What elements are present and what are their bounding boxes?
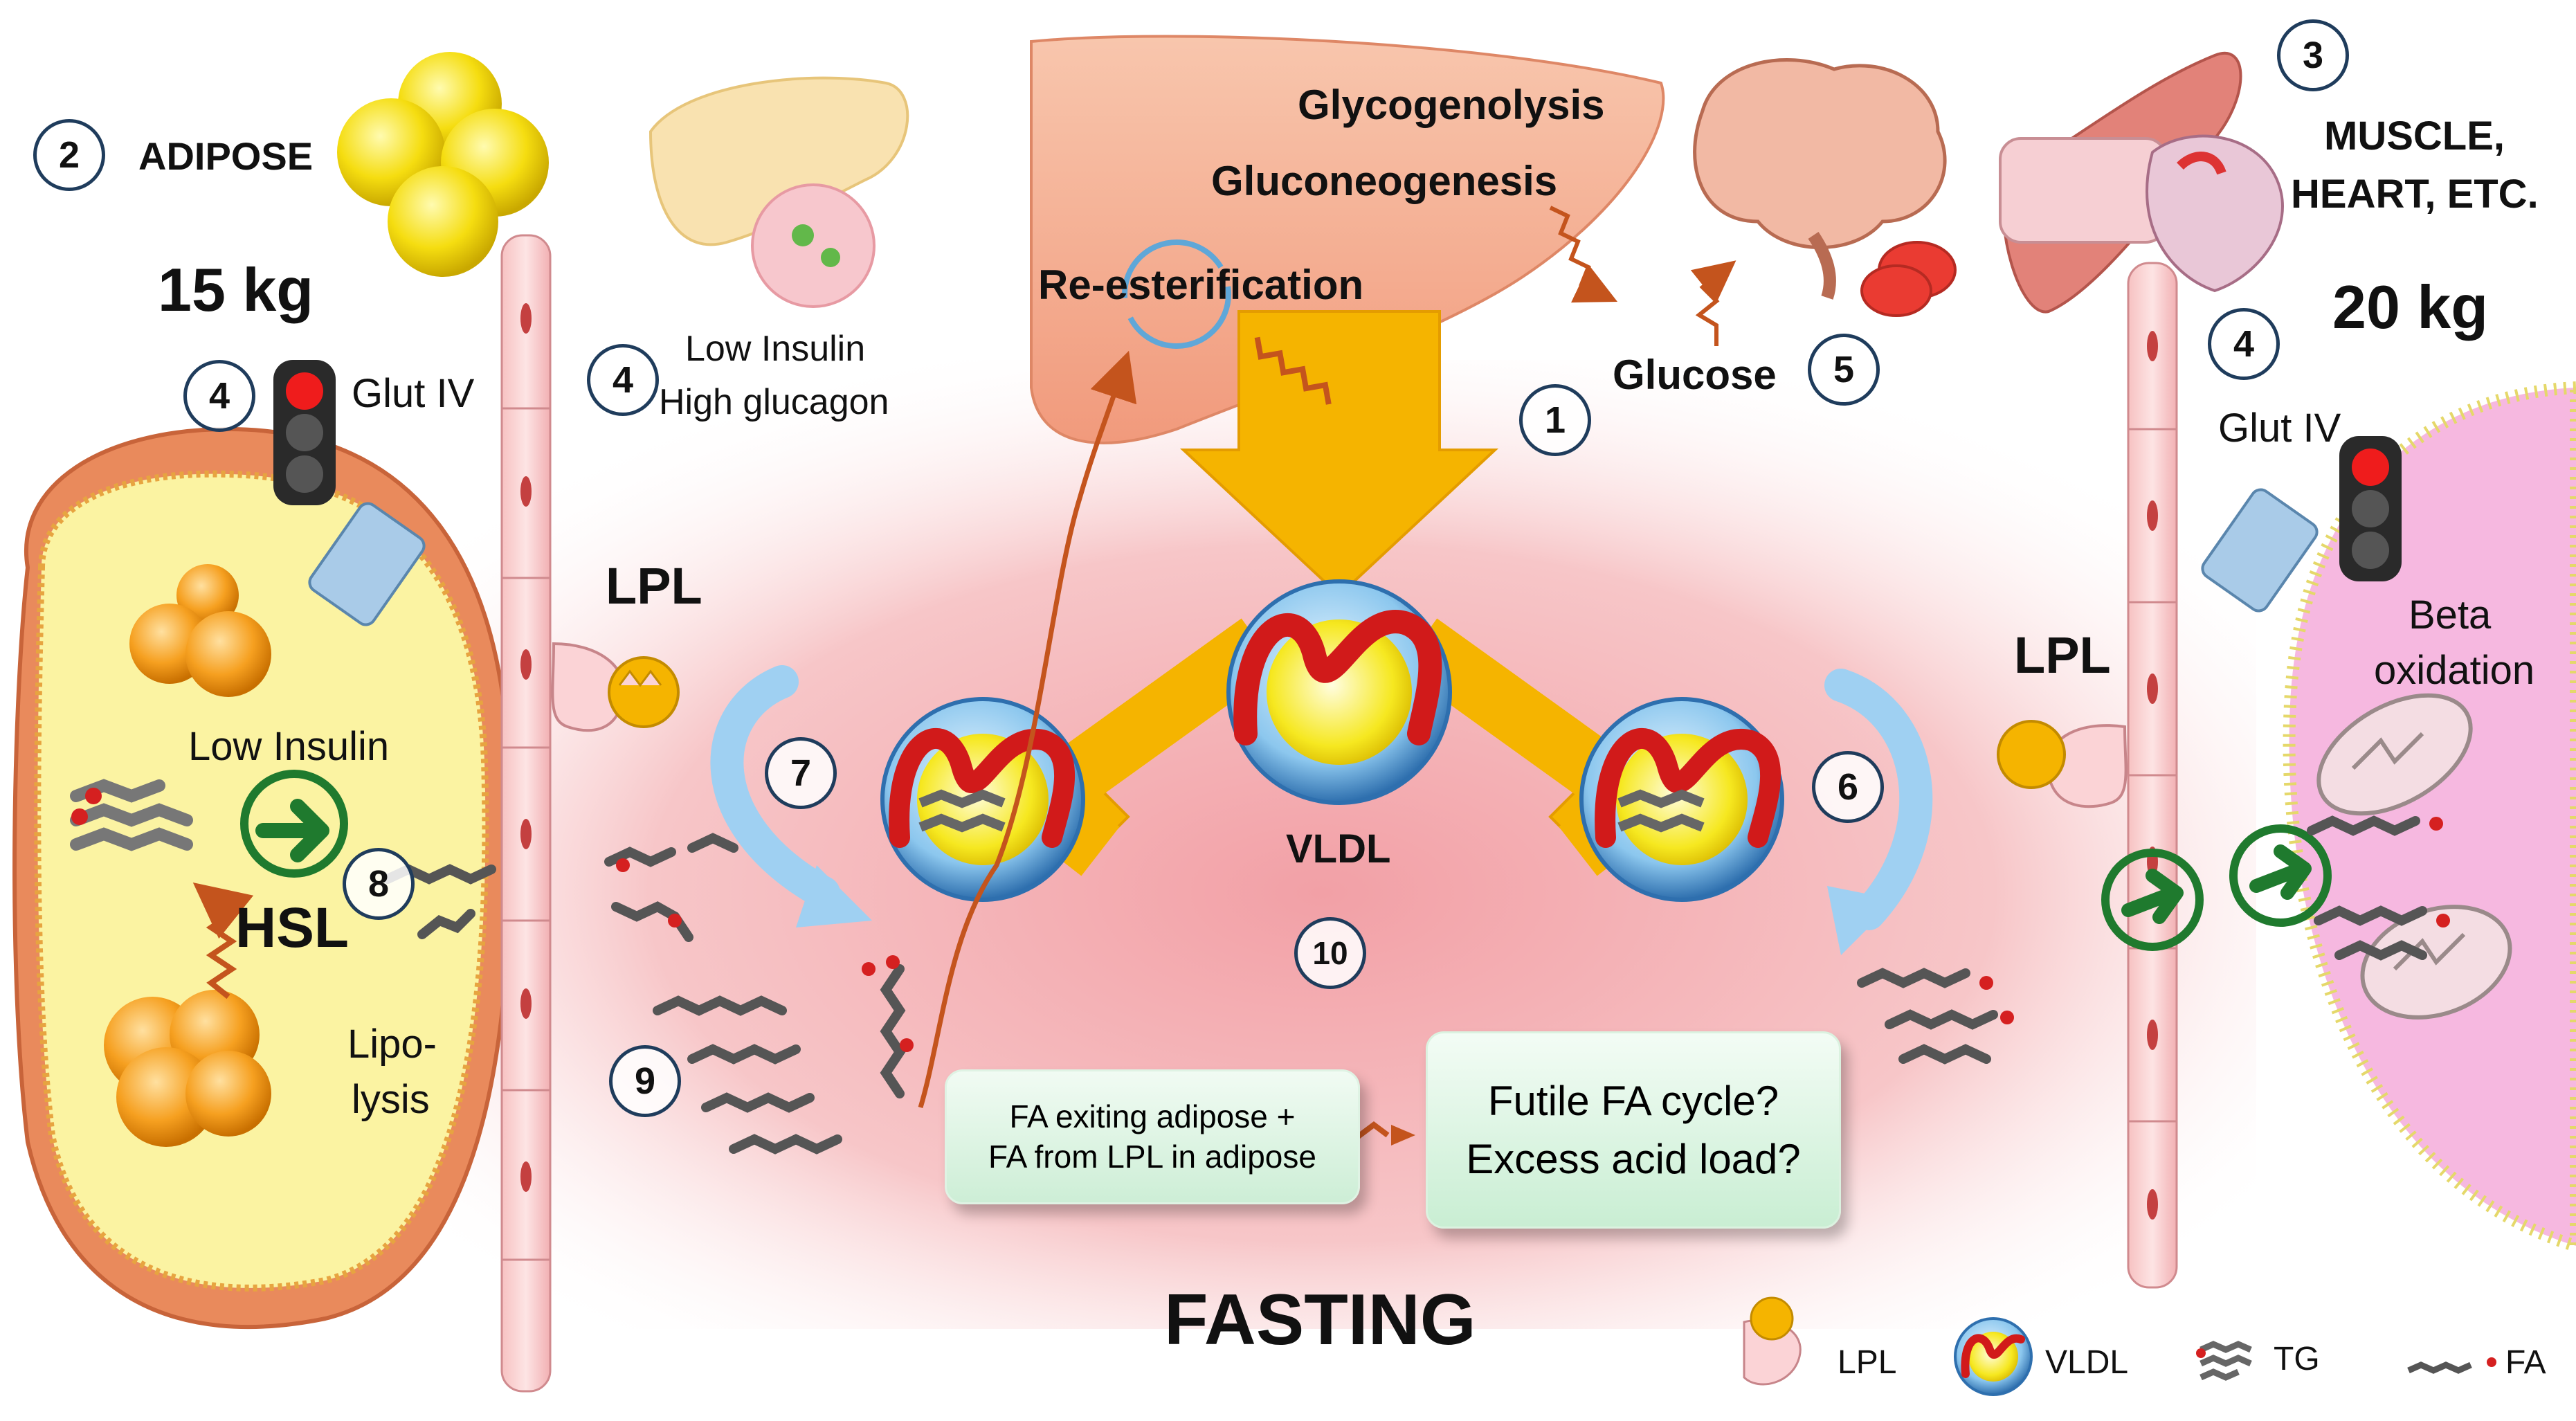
glut-transporter-right	[2201, 488, 2319, 613]
futile-line1: Futile FA cycle?	[1487, 1077, 1779, 1124]
legend-lpl-icon	[1743, 1296, 1802, 1386]
fat-droplets-top	[129, 564, 271, 697]
label-glut-right: Glut IV	[2218, 406, 2341, 451]
label-vldl: VLDL	[1286, 826, 1391, 871]
liver-shape	[1030, 35, 1665, 444]
vldl-particle-right	[1579, 697, 1784, 902]
hsl-activation-icon	[240, 770, 348, 878]
label-reesterification: Re-esterification	[1038, 262, 1364, 308]
label-heart-etc: HEART, ETC.	[2291, 172, 2539, 217]
step-number-2: 2	[33, 119, 105, 191]
traffic-light-left-icon	[273, 360, 336, 505]
adipocyte-cell	[34, 470, 489, 1292]
label-adipose: ADIPOSE	[138, 134, 314, 178]
legend-fa-icon	[2407, 1361, 2472, 1374]
fa-molecules-right	[1857, 815, 2427, 1065]
legend-tg-icon	[2199, 1341, 2252, 1381]
muscle-cell	[2283, 381, 2576, 1253]
legend-fa-label: FA	[2505, 1344, 2546, 1381]
fa-sources-box: FA exiting adipose + FA from LPL in adip…	[945, 1069, 1360, 1204]
step-number-4-right: 4	[2208, 308, 2280, 380]
label-beta: Beta	[2409, 592, 2492, 637]
red-blood-cell-2	[1860, 264, 1932, 317]
lpl-enzyme-right	[1997, 720, 2128, 808]
adipose-tissue-icon	[337, 52, 549, 277]
futile-line2: Excess acid load?	[1466, 1135, 1801, 1182]
glut-transporter-left	[308, 502, 426, 626]
label-lipolysis-1: Lipo-	[347, 1022, 437, 1067]
legend-vldl-label: VLDL	[2045, 1344, 2129, 1381]
lpl-enzyme-left	[551, 642, 680, 732]
fa-molecules-left	[383, 833, 906, 1155]
step-number-7: 7	[765, 737, 837, 809]
step-number-9: 9	[609, 1045, 681, 1117]
label-high-glucagon: High glucagon	[659, 382, 889, 422]
label-lpl-right: LPL	[2014, 626, 2111, 684]
label-muscle-mass: 20 kg	[2332, 273, 2489, 341]
step-number-1: 1	[1519, 384, 1591, 456]
label-low-insulin-pancreas: Low Insulin	[685, 329, 866, 369]
label-glucose: Glucose	[1613, 352, 1777, 398]
label-glycogenolysis: Glycogenolysis	[1298, 82, 1605, 128]
label-gluconeogenesis: Gluconeogenesis	[1211, 158, 1558, 204]
step-number-10: 10	[1294, 917, 1366, 989]
label-glut-left: Glut IV	[352, 371, 475, 416]
mitochondria	[2316, 693, 2512, 1020]
reesterification-cycle-icon	[1122, 239, 1231, 349]
glucose-to-brain-arrow	[1690, 260, 1736, 346]
hydrolysis-arrow-left	[710, 665, 840, 909]
pancreas-icon	[648, 76, 909, 308]
label-muscle: MUSCLE,	[2324, 114, 2505, 159]
step-number-5: 5	[1808, 334, 1880, 406]
step-number-4-pancreas: 4	[587, 344, 659, 416]
label-low-insulin: Low Insulin	[188, 724, 390, 769]
label-lipolysis-2: lysis	[352, 1077, 430, 1122]
hydrolysis-arrow-right	[1824, 669, 1933, 930]
step-number-8: 8	[343, 848, 415, 920]
label-adipose-mass: 15 kg	[158, 255, 314, 324]
fa-sources-line1: FA exiting adipose +	[1009, 1098, 1296, 1134]
lipolysis-arrow	[192, 883, 254, 999]
step-number-4-left: 4	[183, 360, 255, 432]
legend-tg-label: TG	[2274, 1341, 2320, 1377]
muscle-heart-icon	[1999, 52, 2284, 314]
label-lpl-left: LPL	[606, 557, 702, 615]
traffic-light-right-icon	[2339, 436, 2402, 581]
label-fasting: FASTING	[1164, 1280, 1476, 1360]
step-number-6: 6	[1812, 751, 1884, 823]
futile-cycle-box: Futile FA cycle? Excess acid load?	[1426, 1031, 1841, 1229]
legend-lpl-label: LPL	[1838, 1344, 1897, 1381]
fa-sources-line2: FA from LPL in adipose	[988, 1138, 1316, 1175]
vldl-secretion-arrow	[1179, 310, 1499, 597]
vldl-particle-center	[1226, 579, 1452, 805]
brain-icon	[1693, 58, 1947, 300]
vldl-particle-left	[880, 697, 1085, 902]
fa-uptake-icon-vessel	[2101, 849, 2204, 951]
fa-to-liver-arrow	[918, 350, 1137, 1109]
blood-vessel-left	[500, 234, 552, 1393]
fat-droplets-bottom	[104, 990, 271, 1147]
legend-vldl-icon	[1954, 1317, 2033, 1396]
label-hsl: HSL	[235, 896, 349, 959]
glucose-to-tissue-arrow	[1549, 206, 1618, 303]
label-oxidation: oxidation	[2374, 648, 2535, 693]
fa-uptake-icon-cell	[2229, 824, 2332, 927]
blood-vessel-right	[2127, 262, 2178, 1289]
step-number-3: 3	[2277, 19, 2349, 91]
